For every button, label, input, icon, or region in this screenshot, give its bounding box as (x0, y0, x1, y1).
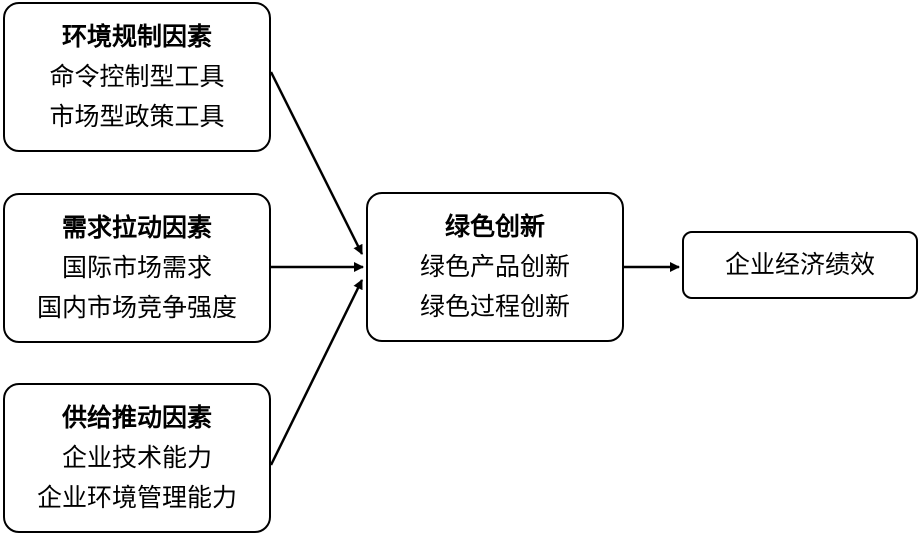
demand-item-international-market: 国际市场需求 (61, 253, 212, 282)
demand-pull-title: 需求拉动因素 (61, 213, 212, 242)
green-item-product-innovation: 绿色产品创新 (419, 252, 570, 281)
environmental-item-market-policy: 市场型政策工具 (49, 102, 225, 131)
green-innovation-box: 绿色创新 绿色产品创新 绿色过程创新 (366, 192, 624, 342)
supply-item-env-management: 企业环境管理能力 (36, 483, 237, 512)
supply-item-tech-capability: 企业技术能力 (61, 443, 212, 472)
demand-item-domestic-competition: 国内市场竞争强度 (36, 293, 237, 322)
arrow-supply-to-green (269, 279, 364, 466)
environmental-item-command-control: 命令控制型工具 (49, 62, 225, 91)
demand-pull-box: 需求拉动因素 国际市场需求 国内市场竞争强度 (3, 193, 271, 343)
supply-push-title: 供给推动因素 (61, 403, 212, 432)
green-item-process-innovation: 绿色过程创新 (419, 292, 570, 321)
economic-performance-box: 企业经济绩效 (682, 231, 918, 299)
supply-push-box: 供给推动因素 企业技术能力 企业环境管理能力 (3, 383, 271, 533)
environmental-regulation-box: 环境规制因素 命令控制型工具 市场型政策工具 (3, 2, 271, 152)
environmental-regulation-title: 环境规制因素 (61, 22, 212, 51)
green-innovation-title: 绿色创新 (444, 212, 545, 241)
economic-performance-label: 企业经济绩效 (724, 250, 875, 279)
arrow-environmental-to-green (269, 71, 364, 255)
